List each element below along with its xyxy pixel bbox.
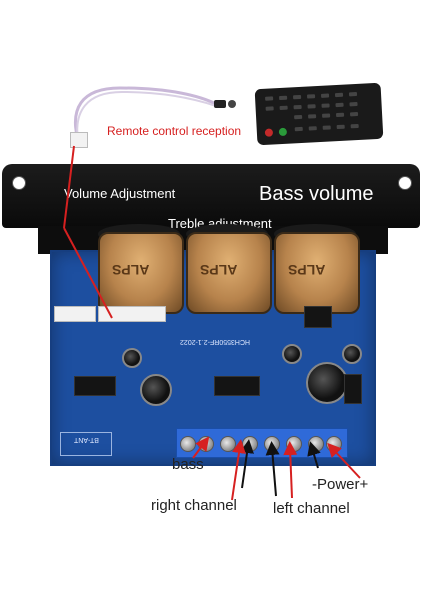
mount-hole-left <box>12 176 26 190</box>
amplifier-chip-right <box>304 306 332 328</box>
volume-knob[interactable] <box>98 232 184 314</box>
remote-control-reception-label: Remote control reception <box>107 124 242 138</box>
bluetooth-module <box>60 432 112 456</box>
amplifier-chip-center <box>214 376 260 396</box>
capacitor-small <box>342 344 362 364</box>
bass-output-label: bass <box>172 456 204 473</box>
capacitor-left <box>140 374 172 406</box>
volume-adjustment-label: Volume Adjustment <box>64 186 176 201</box>
faceplate <box>2 164 420 228</box>
remote-header-connector <box>54 306 96 322</box>
bass-knob[interactable] <box>274 232 360 314</box>
remote-cable-connector <box>70 132 88 148</box>
capacitor-small <box>282 344 302 364</box>
mount-hole-right <box>398 176 412 190</box>
voltage-regulator <box>344 374 362 404</box>
amplifier-chip-left <box>74 376 116 396</box>
treble-knob[interactable] <box>186 232 272 314</box>
input-header-connector <box>98 306 166 322</box>
right-channel-label: right channel <box>151 497 237 514</box>
bass-volume-label: Bass volume <box>259 183 374 205</box>
power-label: -Power+ <box>312 476 369 493</box>
left-channel-label: left channel <box>273 500 350 517</box>
capacitor-small <box>122 348 142 368</box>
